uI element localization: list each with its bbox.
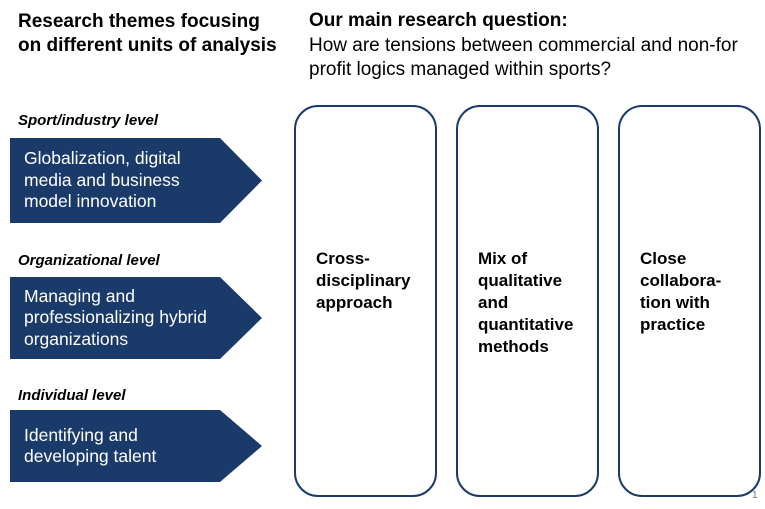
theme-arrow-talent: Identifying and developing talent bbox=[10, 410, 262, 482]
theme-text-globalization: Globalization, digital media and busines… bbox=[24, 148, 181, 212]
card-text-mixed-methods: Mix of qualitative and quantitative meth… bbox=[478, 249, 574, 356]
card-cross-disciplinary: Cross- disciplinary approach bbox=[294, 105, 437, 497]
card-practice-collaboration: Close collabora- tion with practice bbox=[618, 105, 761, 497]
main-question-text: How are tensions between commercial and … bbox=[309, 35, 738, 80]
level-label-organizational: Organizational level bbox=[18, 252, 160, 269]
theme-arrow-hybrid-organizations: Managing and professionalizing hybrid or… bbox=[10, 277, 262, 359]
theme-text-hybrid-organizations: Managing and professionalizing hybrid or… bbox=[24, 285, 207, 349]
level-label-individual: Individual level bbox=[18, 387, 126, 404]
level-label-sport-industry: Sport/industry level bbox=[18, 112, 159, 129]
page-number: 1 bbox=[752, 490, 758, 501]
theme-text-talent: Identifying and developing talent bbox=[24, 424, 157, 467]
card-text-practice-collaboration: Close collabora- tion with practice bbox=[640, 249, 722, 334]
research-themes-title: Research themes focusing on different un… bbox=[18, 11, 277, 56]
card-mixed-methods: Mix of qualitative and quantitative meth… bbox=[456, 105, 599, 497]
theme-arrow-globalization: Globalization, digital media and busines… bbox=[10, 138, 262, 223]
card-text-cross-disciplinary: Cross- disciplinary approach bbox=[316, 249, 411, 312]
main-question-heading: Our main research question: bbox=[309, 10, 568, 31]
